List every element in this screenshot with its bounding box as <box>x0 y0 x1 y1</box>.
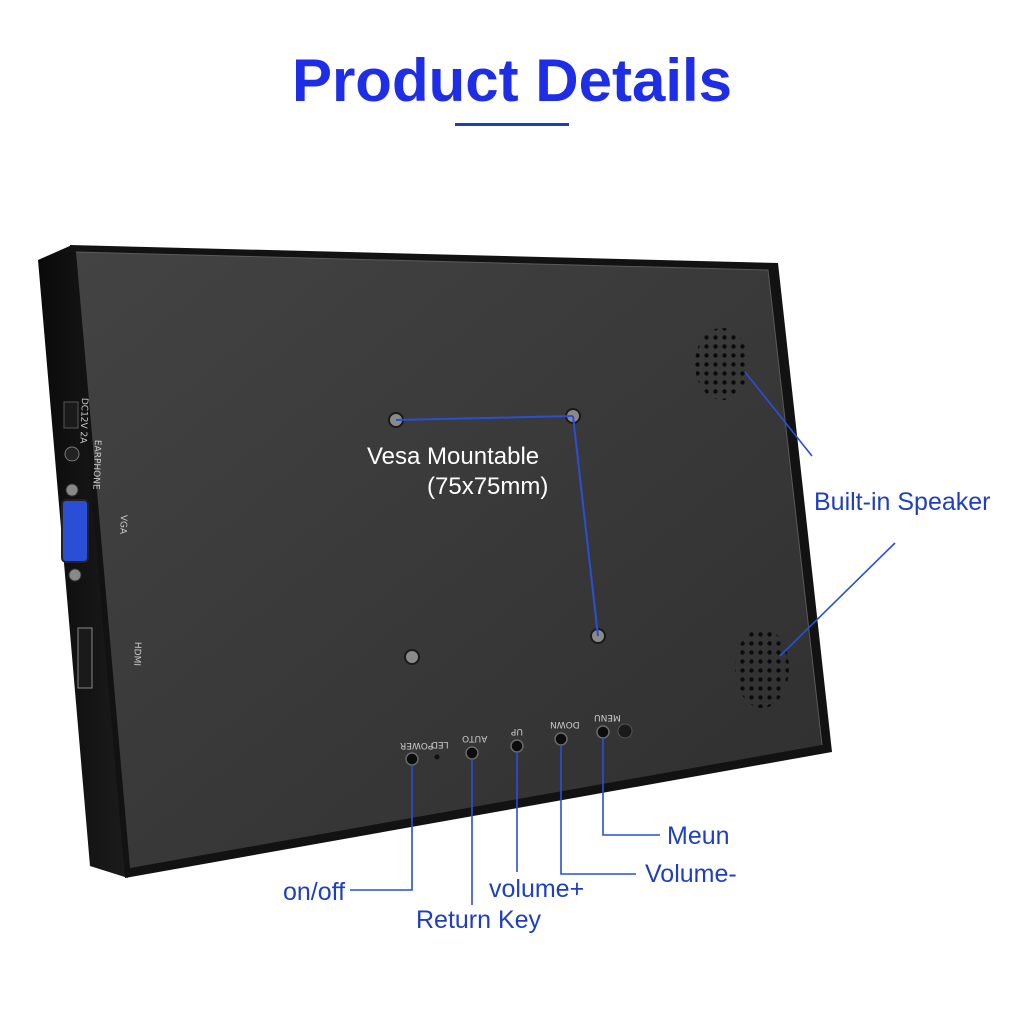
button-label-down: DOWN <box>550 719 580 729</box>
button-label-up: UP <box>511 726 524 736</box>
earphone-jack <box>64 446 80 462</box>
button-label-auto: AUTO <box>462 733 488 743</box>
callout-volume-up: volume+ <box>489 875 585 903</box>
page-title: Product Details <box>291 47 733 114</box>
callout-power: on/off <box>283 878 346 906</box>
vesa-label-line2: (75x75mm) <box>427 473 549 500</box>
port-label-vga: VGA <box>117 514 128 535</box>
port-label-hdmi: HDMI <box>131 641 142 667</box>
monitor-back-panel <box>76 252 822 868</box>
port-label-earphone: EARPHONE <box>90 439 102 490</box>
port-label-dc: DC12V 2A <box>77 397 89 444</box>
vesa-label-line1: Vesa Mountable <box>367 443 540 470</box>
vga-port <box>61 499 89 563</box>
vesa-label: Vesa Mountable (75x75mm) <box>367 442 548 502</box>
callout-speaker: Built-in Speaker <box>814 488 991 516</box>
button-label-power: POWER <box>400 740 434 750</box>
callout-volume-down: Volume- <box>645 860 737 888</box>
callout-menu: Meun <box>667 822 730 850</box>
speaker-grille-top <box>695 328 749 400</box>
hdmi-port <box>77 627 93 689</box>
dc-jack <box>63 401 79 429</box>
callout-return: Return Key <box>416 906 542 934</box>
button-label-led: LED <box>431 739 449 749</box>
callout-lines <box>350 371 896 905</box>
speaker-grille-bottom <box>735 628 789 708</box>
button-label-menu: MENU <box>594 712 621 722</box>
title-underline <box>455 123 569 126</box>
